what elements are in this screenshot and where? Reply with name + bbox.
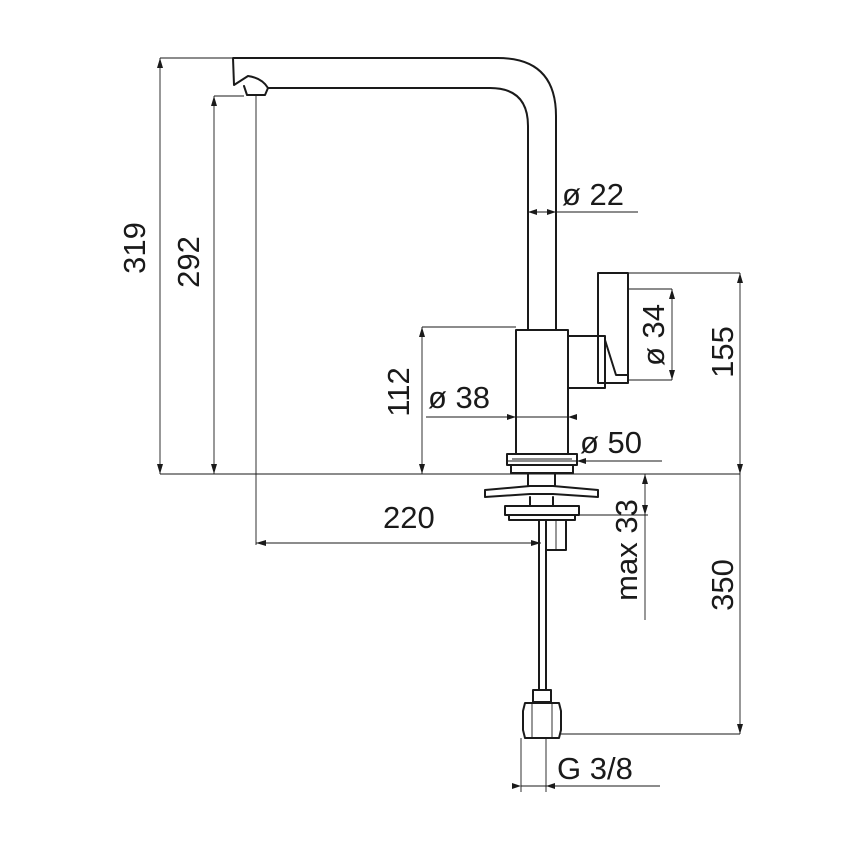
arrow-icon [547, 209, 556, 215]
arrow-icon [211, 464, 217, 474]
spout [232, 57, 557, 331]
arrow-icon [568, 414, 577, 420]
arrow-icon [512, 783, 521, 789]
label-hose-length: 350 [705, 559, 740, 611]
label-body-diameter: ø 38 [428, 380, 490, 415]
lever-connector [567, 335, 606, 389]
base-ring [506, 453, 578, 466]
label-spout-height: 292 [171, 236, 206, 288]
base-washer [510, 464, 574, 474]
arrow-icon [256, 540, 266, 546]
arrow-icon [531, 540, 541, 546]
label-body-height: 112 [381, 367, 416, 416]
faucet-outline [232, 57, 629, 739]
mounting-plate [484, 485, 599, 498]
arrow-icon [419, 327, 425, 337]
hex-nut [522, 702, 562, 739]
label-spout-diameter: ø 22 [562, 177, 624, 212]
label-max-deck-thickness: max 33 [609, 499, 644, 601]
label-lever-height: 155 [705, 326, 740, 378]
label-base-diameter: ø 50 [580, 425, 642, 460]
lock-nut-lower [508, 514, 576, 521]
arrow-icon [642, 474, 648, 484]
arrow-icon [507, 414, 516, 420]
arrow-icon [157, 464, 163, 474]
arrow-icon [737, 724, 743, 734]
arrow-icon [669, 370, 675, 380]
arrow-icon [737, 464, 743, 474]
label-reach: 220 [383, 500, 435, 535]
label-lever-diameter: ø 34 [636, 304, 671, 366]
arrow-icon [642, 505, 648, 515]
arrow-icon [528, 209, 537, 215]
arrow-icon [211, 96, 217, 106]
lever-handle [597, 272, 629, 384]
arrow-icon [737, 273, 743, 283]
arrow-icon [577, 458, 586, 464]
arrow-icon [546, 783, 555, 789]
label-connection-thread: G 3/8 [557, 751, 633, 786]
aerator-tip [243, 85, 269, 96]
dimension-labels: 319 292 ø 22 ø 34 155 112 ø 38 ø 50 220 … [117, 177, 740, 786]
dimension-lines [157, 57, 743, 792]
label-total-height: 319 [117, 222, 152, 274]
lever-bevel [604, 339, 629, 376]
faucet-body [515, 329, 569, 455]
arrow-icon [157, 58, 163, 68]
arrow-icon [419, 464, 425, 474]
lock-nut [504, 505, 580, 516]
arrow-icon [669, 289, 675, 299]
hose-crimp [532, 689, 552, 703]
